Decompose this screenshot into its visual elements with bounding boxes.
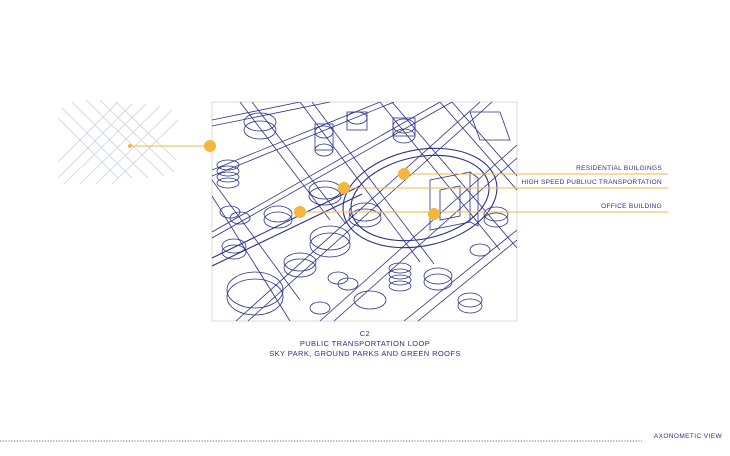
callout-markers <box>128 140 440 220</box>
callout-leaders <box>130 145 668 213</box>
office-building-label: OFFICE BUILDING <box>601 203 662 210</box>
transport-marker-dot <box>338 182 350 194</box>
caption-line-2: SKY PARK, GROUND PARKS AND GREEN ROOFS <box>269 349 461 358</box>
office-marker-dot <box>428 208 440 220</box>
high-speed-transportation-label: HIGH SPEED PUBLIUC TRANSPORTATION <box>521 179 662 186</box>
building-forms <box>216 111 511 316</box>
drawing-frame <box>211 101 518 322</box>
caption-line-1: PUBLIC TRANSPORTATION LOOP <box>299 339 431 348</box>
frame-marker-dot <box>204 140 216 152</box>
city-model <box>212 102 517 321</box>
transportation-loop <box>212 147 498 267</box>
grid-marker-dot <box>128 144 132 148</box>
street-grid <box>212 102 517 321</box>
park-marker-dot <box>294 206 306 218</box>
reference-grid <box>57 99 179 185</box>
residential-marker-dot <box>398 168 410 180</box>
residential-buildings-label: RESIDENTIAL BUILGINGS <box>576 165 662 172</box>
axonometric-view-label: AXONOMETIC VIEW <box>653 433 722 440</box>
diagram-caption: C2 PUBLIC TRANSPORTATION LOOP SKY PARK, … <box>0 329 730 359</box>
caption-code: C2 <box>359 329 371 338</box>
